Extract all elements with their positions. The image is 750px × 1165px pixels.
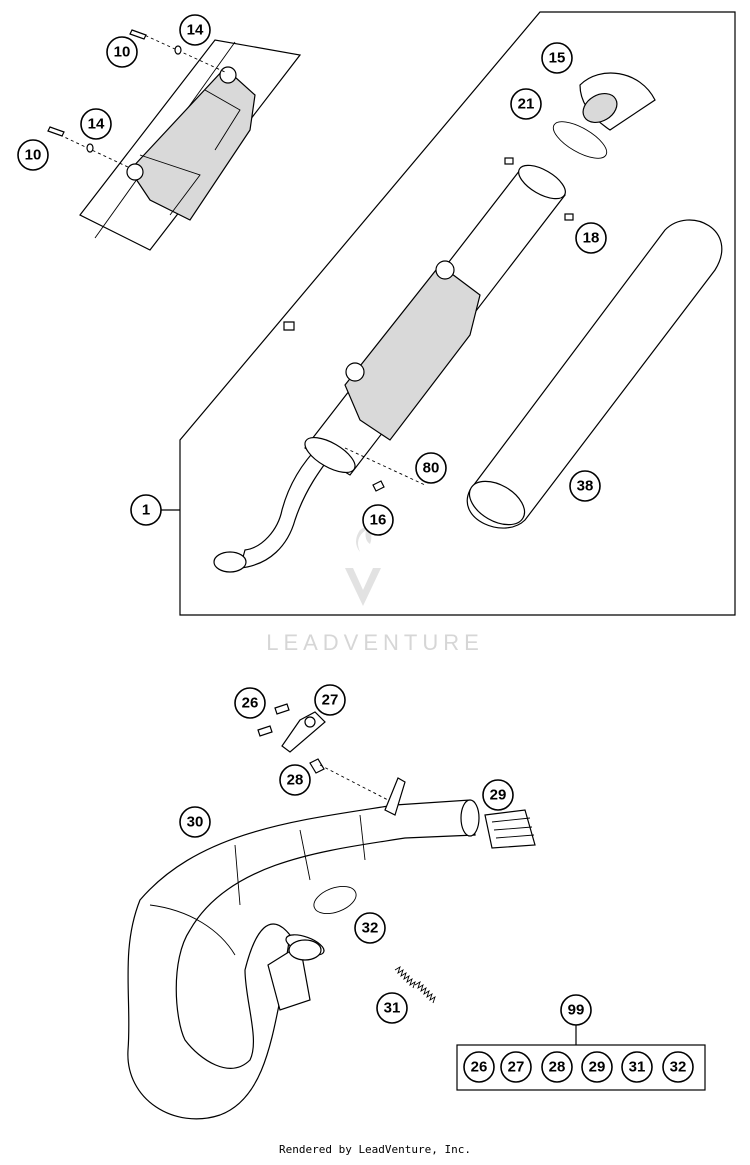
callout-31: 31 xyxy=(376,992,408,1024)
callout-15: 15 xyxy=(541,42,573,74)
exhaust-sleeve xyxy=(484,809,536,849)
exhaust-springs xyxy=(394,965,436,1004)
svg-text:28: 28 xyxy=(549,1059,566,1076)
callout-26: 26 xyxy=(234,687,266,719)
svg-text:10: 10 xyxy=(25,147,42,164)
svg-text:29: 29 xyxy=(490,787,507,804)
svg-text:14: 14 xyxy=(88,116,105,133)
callout-99: 99 xyxy=(560,994,592,1045)
svg-text:15: 15 xyxy=(549,50,566,67)
exhaust-o-ring xyxy=(313,885,357,915)
exhaust-mount-bracket xyxy=(281,711,406,816)
svg-text:1: 1 xyxy=(142,502,150,519)
kit-item: 28 xyxy=(541,1051,573,1083)
svg-text:28: 28 xyxy=(287,772,304,789)
header-pipe xyxy=(213,436,356,573)
svg-text:18: 18 xyxy=(583,230,600,247)
svg-text:31: 31 xyxy=(384,1000,401,1017)
small-hardware xyxy=(283,157,574,492)
manifold-flange xyxy=(267,939,322,1011)
kit-item: 32 xyxy=(662,1051,694,1083)
silencer-body xyxy=(304,164,566,476)
callout-29: 29 xyxy=(482,779,514,811)
svg-text:99: 99 xyxy=(568,1002,585,1019)
kit-item: 29 xyxy=(581,1051,613,1083)
callout-14-upper: 14 xyxy=(179,14,211,46)
end-cap-gasket xyxy=(552,121,608,159)
callout-38: 38 xyxy=(569,470,601,502)
callout-18: 18 xyxy=(575,222,607,254)
svg-text:32: 32 xyxy=(670,1059,687,1076)
callout-27: 27 xyxy=(314,684,346,716)
kit-item: 27 xyxy=(500,1051,532,1083)
callout-32: 32 xyxy=(354,912,386,944)
svg-text:27: 27 xyxy=(322,692,339,709)
callout-10-lower: 10 xyxy=(17,139,49,171)
leadventure-watermark: LEADVENTURE xyxy=(266,526,484,655)
exhaust-bolts xyxy=(257,703,290,737)
callout-21: 21 xyxy=(510,88,542,120)
svg-text:21: 21 xyxy=(518,96,535,113)
callout-16: 16 xyxy=(362,504,394,536)
callout-80: 80 xyxy=(415,452,447,484)
svg-text:26: 26 xyxy=(471,1059,488,1076)
svg-text:14: 14 xyxy=(187,22,204,39)
svg-text:38: 38 xyxy=(577,478,594,495)
svg-text:30: 30 xyxy=(187,814,204,831)
svg-text:29: 29 xyxy=(589,1059,606,1076)
render-credit-footer: Rendered by LeadVenture, Inc. xyxy=(278,1143,472,1156)
svg-text:10: 10 xyxy=(114,44,131,61)
kit-contents-box: 26 27 28 29 31 32 xyxy=(456,1044,706,1091)
clamp-detail-inset xyxy=(47,29,302,251)
svg-text:26: 26 xyxy=(242,695,259,712)
svg-text:80: 80 xyxy=(423,460,440,477)
svg-text:16: 16 xyxy=(370,512,387,529)
end-cap xyxy=(579,72,656,131)
callout-14-lower: 14 xyxy=(80,108,112,140)
callout-1: 1 xyxy=(130,494,180,526)
kit-item: 31 xyxy=(621,1051,653,1083)
callout-28: 28 xyxy=(279,764,311,796)
kit-item: 26 xyxy=(463,1051,495,1083)
svg-text:31: 31 xyxy=(629,1059,646,1076)
callout-30: 30 xyxy=(179,806,211,838)
silencer-packing xyxy=(466,219,723,529)
silencer-assembly-frame xyxy=(179,11,736,616)
svg-text:27: 27 xyxy=(508,1059,525,1076)
callout-10-upper: 10 xyxy=(106,36,138,68)
svg-text:32: 32 xyxy=(362,920,379,937)
watermark-text: LEADVENTURE xyxy=(266,630,484,655)
